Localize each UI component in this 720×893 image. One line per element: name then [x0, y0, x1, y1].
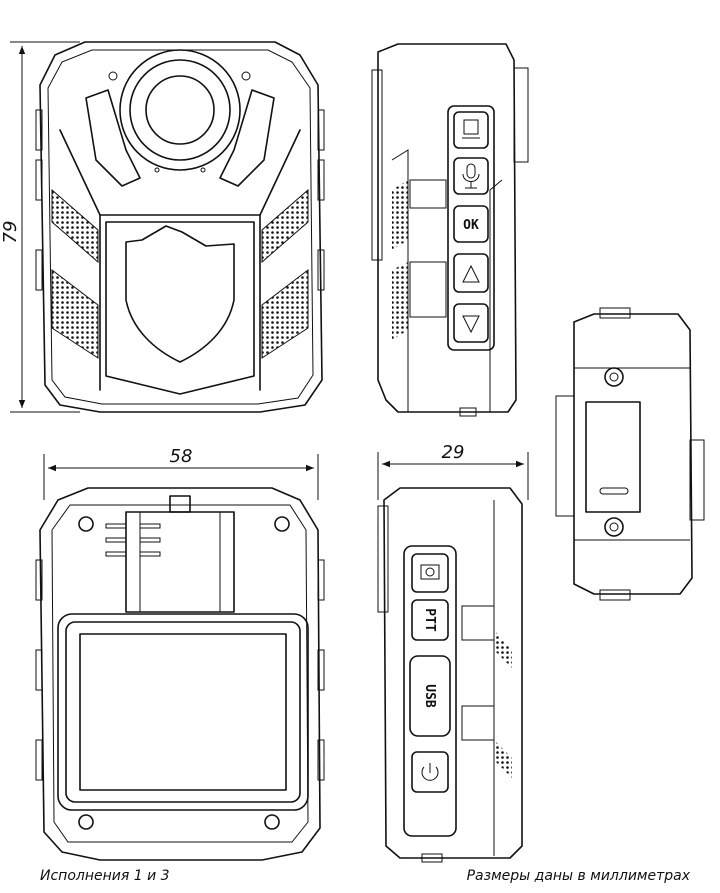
- arrow-up-icon: [462, 264, 480, 283]
- mic-button: [453, 157, 489, 195]
- ok-label: OK: [463, 218, 479, 233]
- top-view: [555, 307, 705, 601]
- height-dimension: 79: [0, 41, 80, 413]
- width-label: 58: [170, 446, 193, 467]
- ok-button: [453, 205, 489, 243]
- screen: [79, 633, 287, 791]
- usb-label: USB: [422, 684, 437, 708]
- front-view: [35, 41, 325, 413]
- vent-slots: [105, 523, 161, 557]
- camera-icon: [420, 564, 440, 580]
- display-button: [453, 111, 489, 149]
- arrow-down-icon: [462, 315, 480, 334]
- usb-port: [409, 655, 451, 737]
- height-label: 79: [0, 221, 21, 244]
- depth-label: 29: [442, 442, 465, 463]
- ptt-button: [411, 599, 449, 641]
- microphone-icon: [462, 163, 480, 189]
- caption-units: Размеры даны в миллиметрах: [466, 868, 690, 884]
- power-icon: [421, 763, 439, 781]
- down-button: [453, 303, 489, 343]
- depth-dimension: 29: [377, 442, 529, 500]
- up-button: [453, 253, 489, 293]
- ptt-label: PTT: [422, 608, 437, 632]
- width-dimension: 58: [43, 446, 319, 500]
- caption-versions: Исполнения 1 и 3: [40, 868, 170, 884]
- side-view-buttons: OK: [371, 43, 529, 417]
- screen-frame: [57, 613, 309, 811]
- camera-button: [411, 553, 449, 593]
- display-icon: [462, 119, 480, 139]
- side-view-ports: PTT USB: [377, 487, 523, 863]
- back-view: [35, 487, 325, 861]
